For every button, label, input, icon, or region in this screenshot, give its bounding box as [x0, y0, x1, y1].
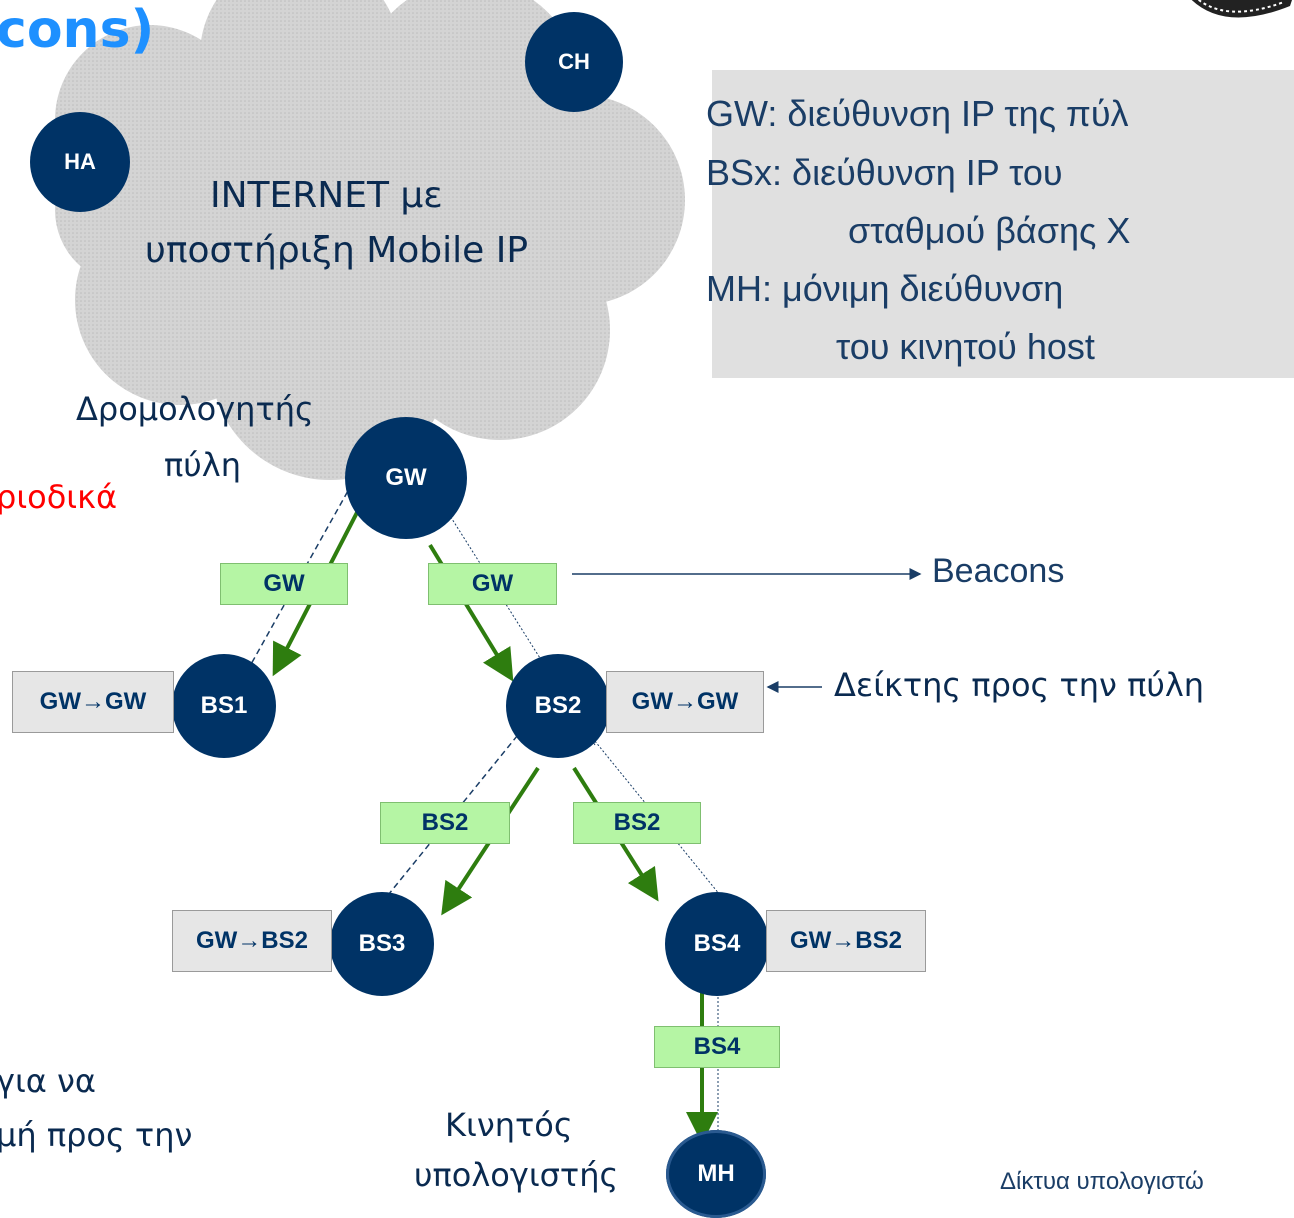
beacons-label: Beacons [932, 552, 1065, 590]
gateway-router-label-1: Δρομολογητής [76, 390, 314, 428]
title-fragment: cons) [0, 0, 155, 60]
mobile-label-2: υπολογιστής [414, 1156, 619, 1194]
legend-line-mh: MH: μόνιμη διεύθυνση [706, 268, 1064, 309]
left-text-line2: μή προς την [0, 1116, 193, 1154]
node-bs2: BS2 [506, 654, 610, 758]
legend-line-bsx-2: σταθμού βάσης X [848, 210, 1131, 251]
pointer-bs2: GW→GW [606, 671, 764, 733]
node-ha: HA [30, 112, 130, 212]
cloud-label-line2: υποστήριξη Mobile IP [145, 230, 529, 271]
pointer-bs3: GW→BS2 [172, 910, 332, 972]
mobile-label-1: Κινητός [445, 1106, 573, 1144]
node-bs1: BS1 [172, 654, 276, 758]
beacon-gw-right: GW [428, 563, 557, 605]
beacon-bs4: BS4 [654, 1026, 780, 1068]
beacon-bs2-right: BS2 [573, 802, 701, 844]
pointer-label: Δείκτης προς την πύλη [834, 666, 1205, 704]
legend-line-mh-2: του κινητού host [836, 326, 1095, 367]
node-gw: GW [345, 417, 467, 539]
periodically-label: ριοδικά [0, 478, 118, 516]
legend-box: GW: διεύθυνση IP της πύλ BSx: διεύθυνση … [706, 70, 1294, 378]
node-bs4: BS4 [665, 892, 769, 996]
node-mh: MH [666, 1130, 766, 1218]
cloud-label-line1: INTERNET με [210, 175, 443, 216]
left-text-line1: για να [0, 1062, 96, 1100]
legend-line-bsx: BSx: διεύθυνση IP του [706, 152, 1063, 193]
footer-label: Δίκτυα υπολογιστώ [1000, 1168, 1204, 1195]
beacon-bs2-left: BS2 [380, 802, 510, 844]
node-ch: CH [525, 12, 623, 112]
pointer-bs1: GW→GW [12, 671, 174, 733]
internet-cloud [55, 0, 685, 480]
gateway-router-label-2: πύλη [164, 446, 241, 484]
beacon-gw-left: GW [220, 563, 348, 605]
node-bs3: BS3 [330, 892, 434, 996]
legend-line-gw: GW: διεύθυνση IP της πύλ [706, 93, 1129, 134]
pointer-bs4: GW→BS2 [766, 910, 926, 972]
logo-fragment [1191, 0, 1292, 18]
